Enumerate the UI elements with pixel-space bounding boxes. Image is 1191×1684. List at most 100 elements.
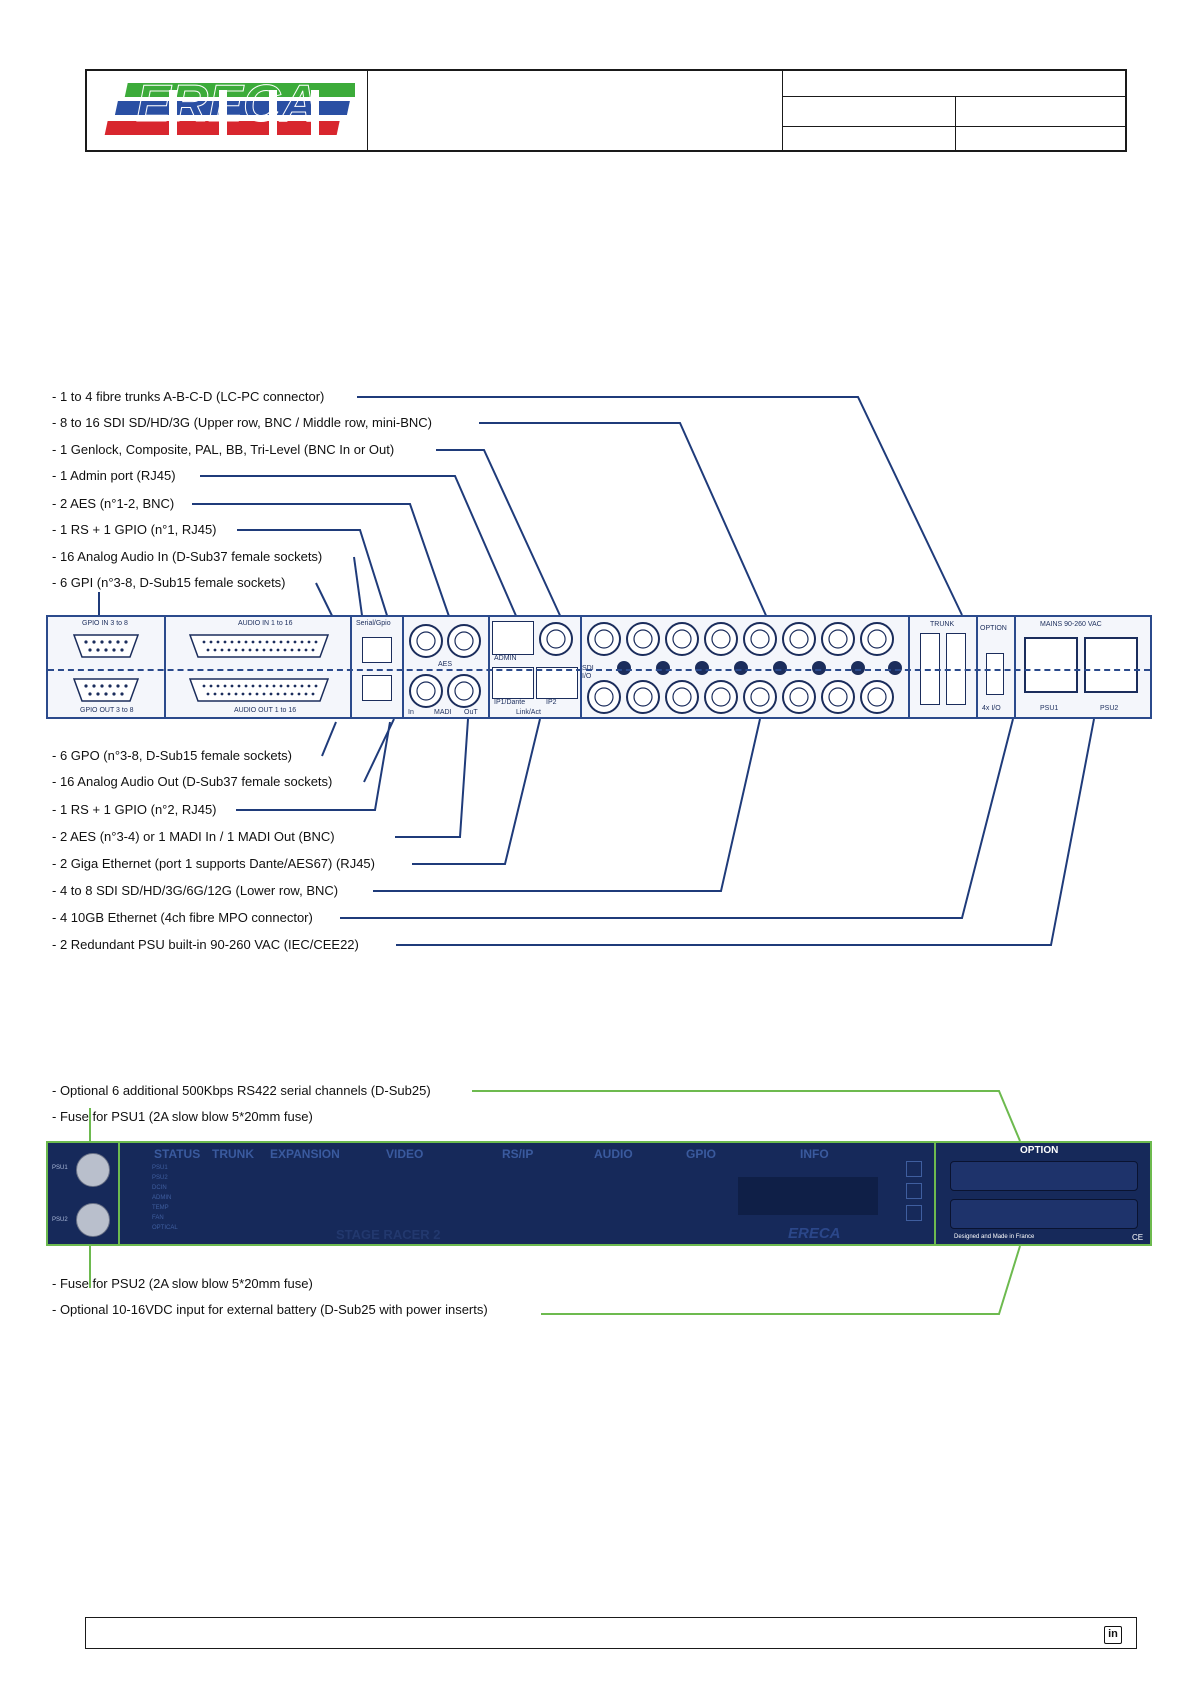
link-label: Link/Act [516,709,541,716]
option-heading: OPTION [1020,1145,1059,1156]
ethernet-port-2 [536,667,578,699]
mains-section: MAINS 90-260 VAC PSU1 PSU2 [1014,617,1152,717]
ethernet-port-1 [492,667,534,699]
label-sdi-lower: - 4 to 8 SDI SD/HD/3G/6G/12G (Lower row,… [52,883,339,898]
linkedin-icon[interactable]: in [1104,1626,1122,1644]
ip1-label: IP1/Dante [494,699,526,706]
iec-socket-1 [1024,637,1078,693]
label-psu: - 2 Redundant PSU built-in 90-260 VAC (I… [52,937,359,952]
dsub25-option-bottom [950,1199,1138,1229]
label-audio-out: - 16 Analog Audio Out (D-Sub37 female so… [52,774,333,789]
rj45-port [362,675,392,701]
info-heading: INFO [800,1147,829,1161]
audio-out-label: AUDIO OUT 1 to 16 [234,707,297,714]
status-item: FAN [152,1215,164,1221]
header-divider [782,126,1125,127]
option-section: OPTION Designed and Made in France CE [934,1143,1152,1244]
audio-section: AUDIO IN 1 to 16 AUDIO OUT 1 to 16 [164,617,352,717]
label-rs-gpio-1: - 1 RS + 1 GPIO (n°1, RJ45) [52,522,217,537]
ereca-logo: ERECA [104,77,355,142]
sdi-bnc-array [587,622,902,714]
document-header: ERECA [85,69,1127,152]
rear-panel: GPIO IN 3 to 8 GPIO OUT 3 to 8 AUDIO IN … [46,615,1152,719]
psu2-label: PSU2 [52,1217,68,1223]
stage-racer-text: STAGE RACER 2 [336,1227,441,1242]
dsub25-option-top [950,1161,1138,1191]
io-label: I/O [582,673,592,680]
label-giga-ethernet: - 2 Giga Ethernet (port 1 supports Dante… [52,856,375,871]
serial-label: Serial/Gpio [356,620,391,627]
label-fuse-psu2: - Fuse for PSU2 (2A slow blow 5*20mm fus… [52,1276,313,1291]
label-battery-input: - Optional 10-16VDC input for external b… [52,1302,488,1317]
trunk-label: TRUNK [930,621,955,628]
sdi-section: SDI I/O [580,617,910,717]
status-item: ADMIN [152,1195,172,1201]
header-divider [367,71,368,150]
trunk-heading: TRUNK [212,1147,254,1161]
info-display [738,1177,878,1215]
label-gpi: - 6 GPI (n°3-8, D-Sub15 female sockets) [52,575,286,590]
label-rs-gpio-2: - 1 RS + 1 GPIO (n°2, RJ45) [52,802,217,817]
ok-button[interactable] [906,1205,922,1221]
trunk-section: TRUNK [908,617,978,717]
psu1-label: PSU1 [52,1165,68,1171]
option-label: OPTION [980,625,1007,632]
genlock-bnc [539,622,573,656]
in-label: In [408,709,414,716]
out-label: OuT [464,709,478,716]
psu2-label: PSU2 [1100,705,1119,712]
label-fibre-trunks: - 1 to 4 fibre trunks A-B-C-D (LC-PC con… [52,389,325,404]
audio-in-label: AUDIO IN 1 to 16 [238,620,293,627]
rj45-port [362,637,392,663]
fuse-holder-psu2[interactable] [76,1203,110,1237]
network-section: ADMIN IP1/Dante IP2 Link/Act [488,617,582,717]
front-panel: PSU1 PSU2 STATUS TRUNK EXPANSION VIDEO R… [46,1141,1152,1246]
rsip-heading: RS/IP [502,1147,534,1161]
header-divider [955,96,956,150]
status-heading: STATUS [154,1147,201,1161]
ereca-front-logo: ERECA [788,1225,841,1242]
made-in-france-label: Designed and Made in France [954,1234,1035,1240]
document-footer: in [85,1617,1137,1649]
gpio-out-label: GPIO OUT 3 to 8 [80,707,134,714]
admin-port [492,621,534,655]
panel-divider [48,669,1150,671]
aes-label: AES [438,661,453,668]
admin-label: ADMIN [494,655,517,662]
video-heading: VIDEO [386,1147,424,1161]
label-admin-port: - 1 Admin port (RJ45) [52,468,176,483]
dsub15-connector [72,634,140,658]
fuse-holder-psu1[interactable] [76,1153,110,1187]
label-genlock: - 1 Genlock, Composite, PAL, BB, Tri-Lev… [52,442,395,457]
gpio-section: GPIO IN 3 to 8 GPIO OUT 3 to 8 [48,617,166,717]
aes-madi-section: AES In MADI OuT [402,617,490,717]
label-optional-rs422: - Optional 6 additional 500Kbps RS422 se… [52,1083,431,1098]
dsub37-connector [188,634,330,658]
label-fuse-psu1: - Fuse for PSU1 (2A slow blow 5*20mm fus… [52,1109,313,1124]
dsub15-connector [72,678,140,702]
label-sdi-upper: - 8 to 16 SDI SD/HD/3G (Upper row, BNC /… [52,415,432,430]
audio-heading: AUDIO [594,1147,633,1161]
gpio-heading: GPIO [686,1147,717,1161]
label-aes-madi: - 2 AES (n°3-4) or 1 MADI In / 1 MADI Ou… [52,829,335,844]
sdi-label: SDI [582,665,594,672]
header-divider [782,96,1125,97]
label-aes-1-2: - 2 AES (n°1-2, BNC) [52,496,175,511]
four-io-label: 4x I/O [982,705,1001,712]
option-io-section: OPTION 4x I/O [976,617,1016,717]
gpio-in-label: GPIO IN 3 to 8 [82,620,128,627]
expansion-heading: EXPANSION [270,1147,340,1161]
psu1-label: PSU1 [1040,705,1059,712]
madi-label: MADI [434,709,452,716]
ce-mark: CE [1132,1233,1144,1242]
ip2-label: IP2 [546,699,557,706]
down-button[interactable] [906,1183,922,1199]
menu-button[interactable] [906,1161,922,1177]
dsub37-connector [188,678,330,702]
label-10gb-ethernet: - 4 10GB Ethernet (4ch fibre MPO connect… [52,910,313,925]
mpo-connector [986,653,1004,695]
label-audio-in: - 16 Analog Audio In (D-Sub37 female soc… [52,549,323,564]
header-divider [782,71,783,150]
status-item: DCIN [152,1185,167,1191]
